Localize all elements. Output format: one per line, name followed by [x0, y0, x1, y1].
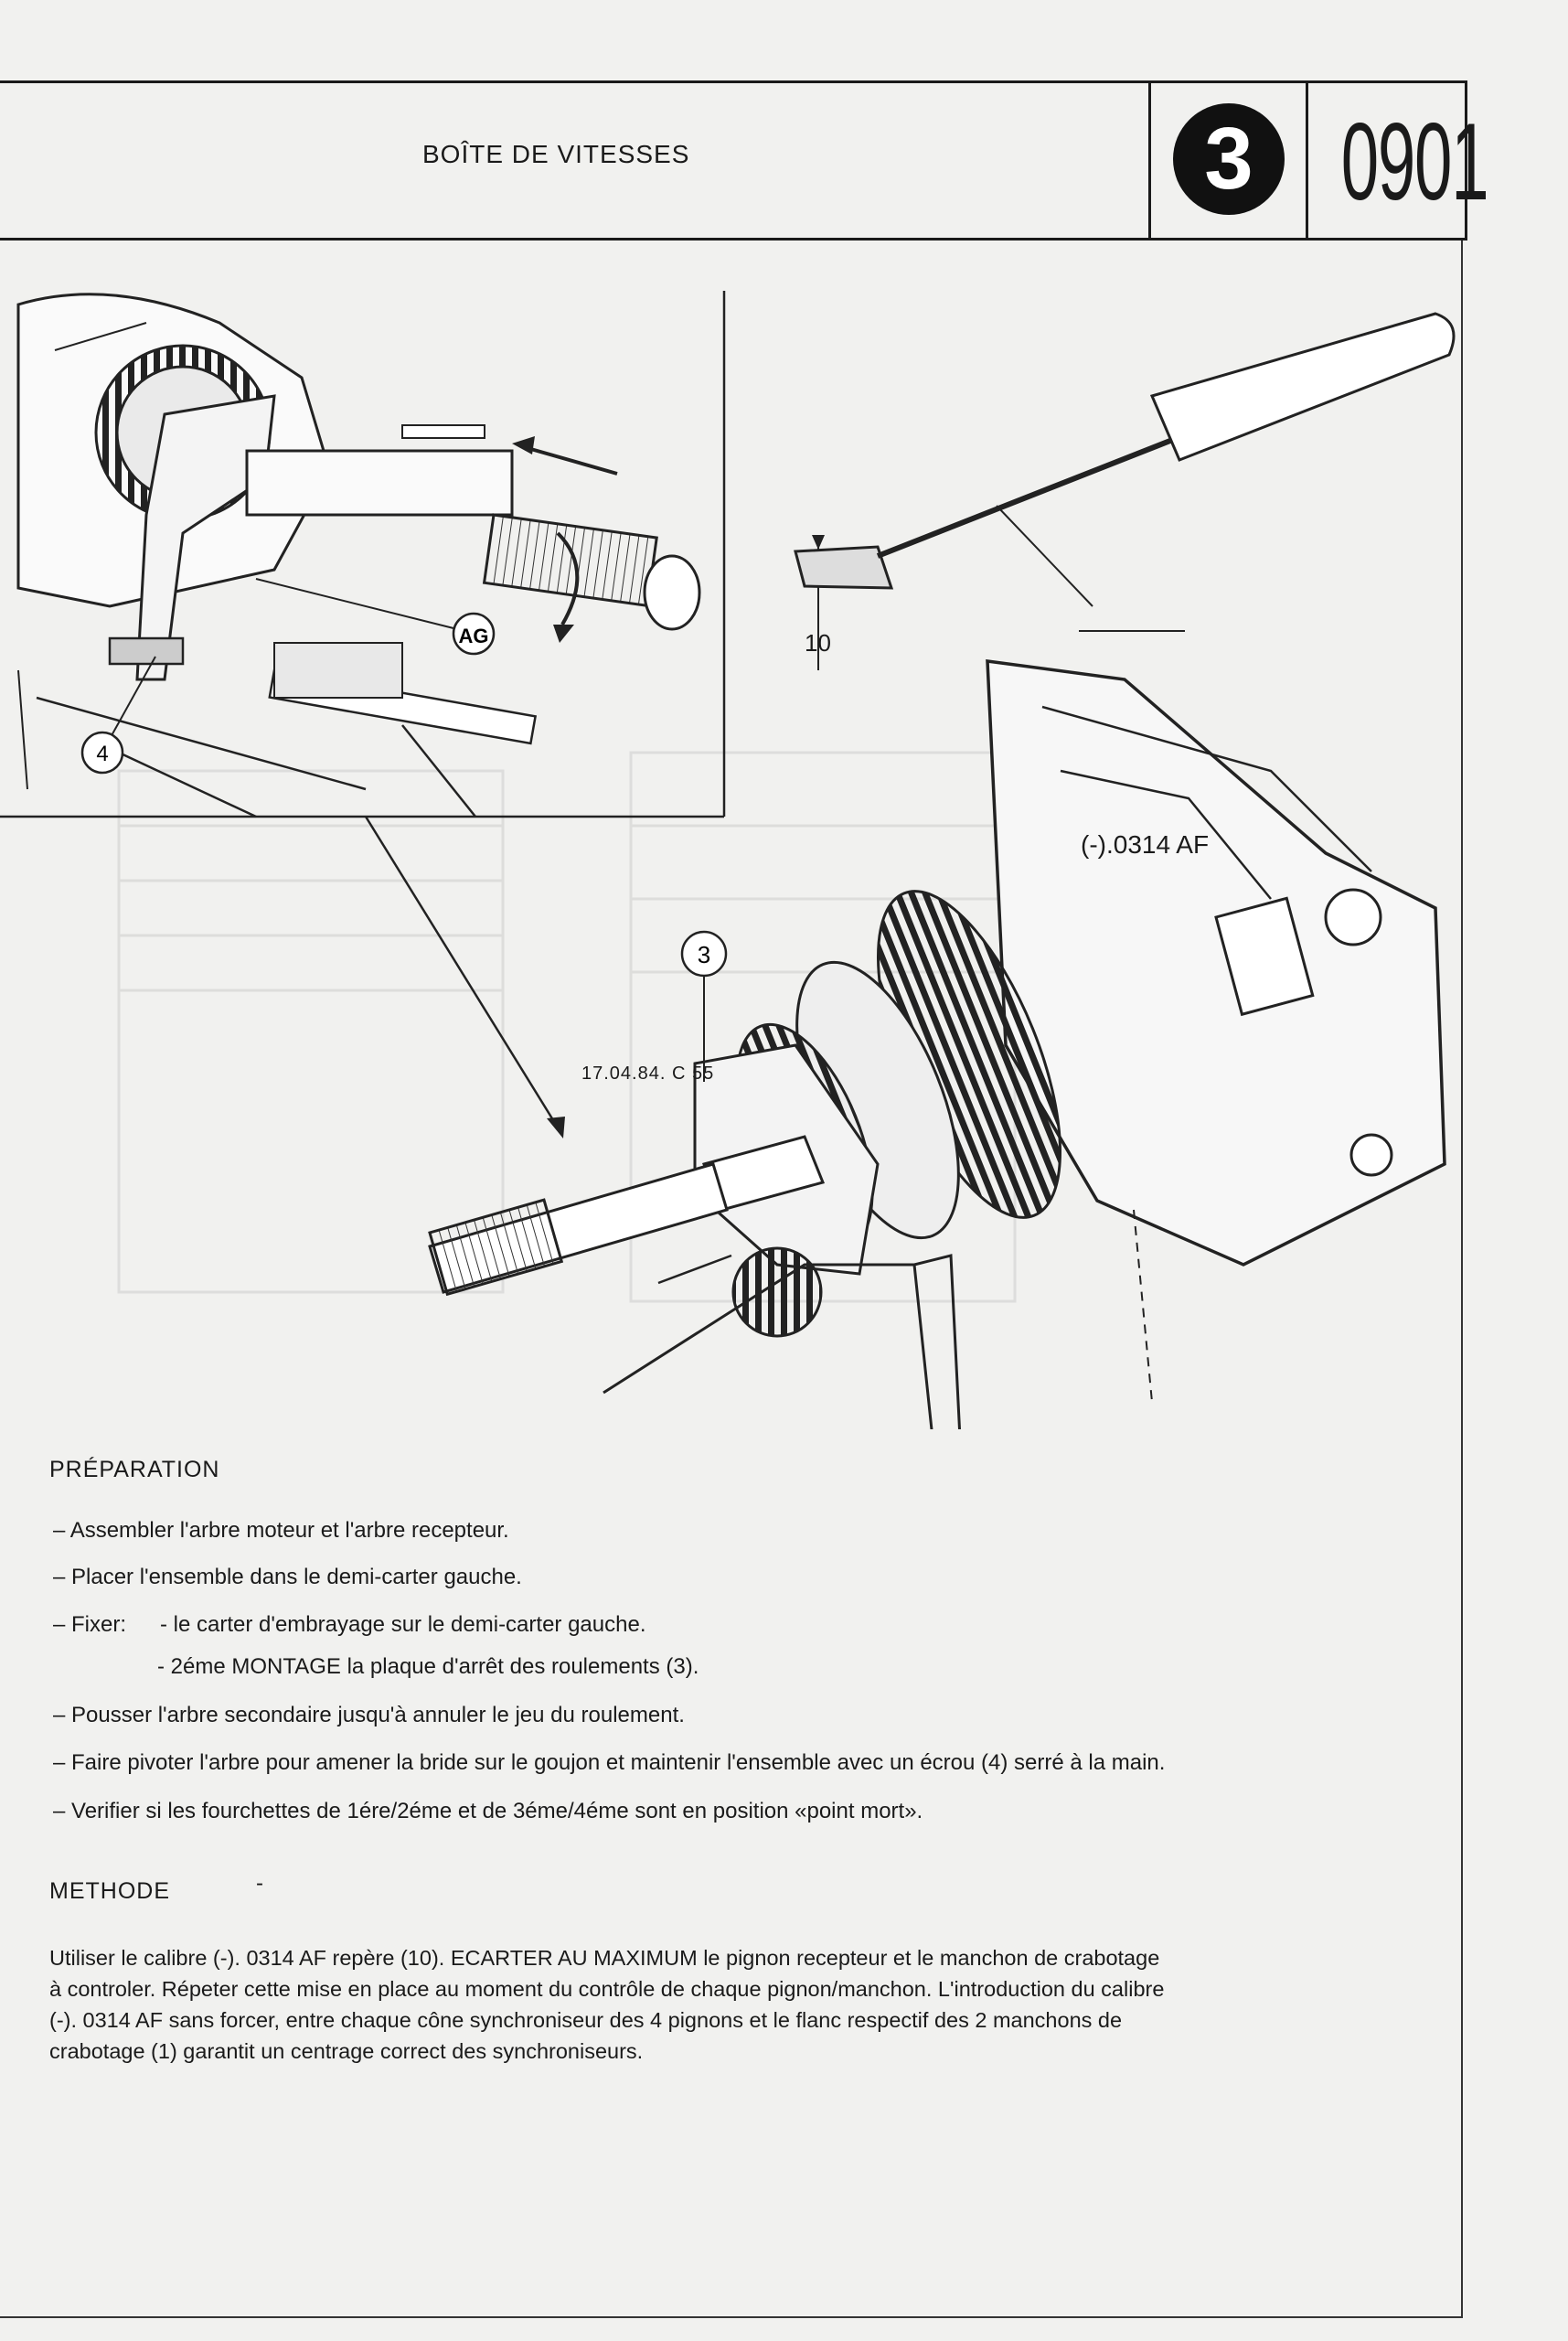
preparation-step: – Assembler l'arbre moteur et l'arbre re…: [53, 1518, 509, 1543]
preparation-step: – Verifier si les fourchettes de 1ére/2é…: [53, 1799, 923, 1823]
methode-text-line: crabotage (1) garantit un centrage corre…: [49, 2039, 644, 2063]
callout-4: 4: [96, 742, 108, 766]
preparation-substep: - 2éme MONTAGE la plaque d'arrêt des rou…: [157, 1654, 699, 1679]
preparation-heading: PRÉPARATION: [49, 1457, 220, 1482]
page-header: BOÎTE DE VITESSES 3 0901: [0, 80, 1489, 241]
methode-text-line: Utiliser le calibre (-). 0314 AF repère …: [49, 1946, 1160, 1970]
page-number: 0901: [1340, 101, 1489, 223]
header-divider: [1306, 83, 1308, 239]
gauge-tool: [794, 312, 1456, 670]
section-number-badge: 3: [1173, 103, 1285, 215]
callout-3: 3: [698, 941, 710, 968]
tool-reference-label: (-).0314 AF: [1081, 830, 1210, 859]
gearbox-drawing: AG 4: [0, 291, 1456, 1429]
page-title: BOÎTE DE VITESSES: [422, 140, 690, 168]
preparation-step: – Fixer:: [53, 1612, 127, 1637]
gearbox-housing: [428, 658, 1446, 1429]
preparation-step: – Placer l'ensemble dans le demi-carter …: [53, 1565, 522, 1589]
inset-gear-assembly: [16, 293, 701, 818]
technical-illustration: AG 4: [0, 241, 1461, 1429]
header-divider: [1148, 83, 1151, 239]
preparation-step: – Pousser l'arbre secondaire jusqu'à ann…: [53, 1703, 685, 1727]
methode-heading: METHODE: [49, 1878, 170, 1904]
methode-text-line: (-). 0314 AF sans forcer, entre chaque c…: [49, 2008, 1123, 2032]
page-border-bottom: [0, 2316, 1463, 2318]
preparation-step: – Faire pivoter l'arbre pour amener la b…: [53, 1750, 1166, 1775]
preparation-substep: - le carter d'embrayage sur le demi-cart…: [160, 1612, 646, 1637]
methode-dash: -: [256, 1871, 263, 1896]
callout-ag: AG: [459, 625, 489, 647]
callout-10: 10: [805, 629, 831, 657]
methode-text-line: à controler. Répeter cette mise en place…: [49, 1977, 1165, 2001]
page-border-right: [1461, 241, 1463, 2316]
figure-caption: 17.04.84. C 55: [581, 1064, 715, 1084]
